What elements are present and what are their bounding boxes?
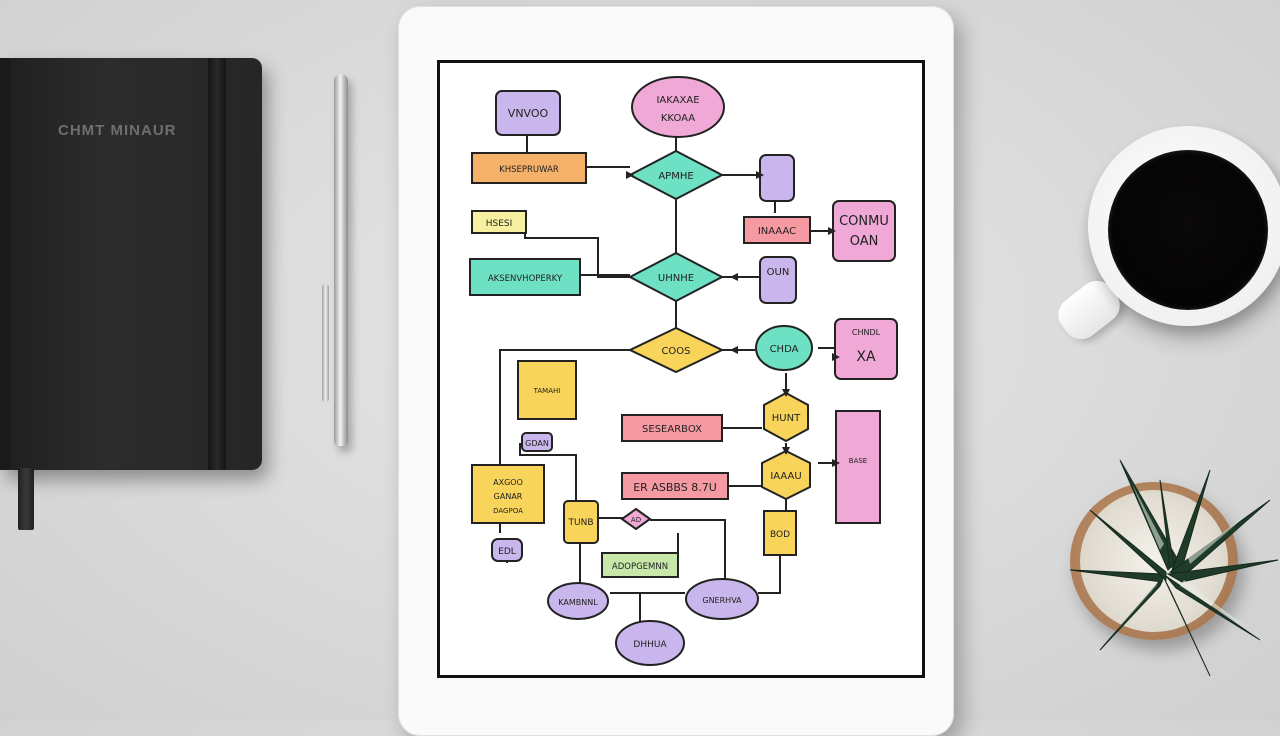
label-pink-box-1-line2: OAN xyxy=(850,234,879,249)
coffee xyxy=(1108,150,1268,310)
pen xyxy=(334,74,348,446)
label-orange-bar: KHSEPRUWAR xyxy=(499,165,559,175)
node-red-bar-2 xyxy=(621,414,723,442)
label-red-bar-1: INAAAC xyxy=(758,226,796,237)
label-pink-box-2: CHNDL xyxy=(852,328,881,337)
node-diamond-3 xyxy=(627,326,725,374)
node-small-purple-2 xyxy=(759,256,797,304)
node-oval-bottom-right xyxy=(685,578,759,620)
node-orange-box-1 xyxy=(471,464,545,524)
notebook-ribbon xyxy=(18,468,34,530)
node-pink-tall xyxy=(835,410,881,524)
node-green-bar xyxy=(469,258,581,296)
node-red-bar-1 xyxy=(743,216,811,244)
succulent-plant xyxy=(1069,459,1279,677)
node-hexagon-2 xyxy=(761,449,811,501)
label-yellow-tag: HSESI xyxy=(486,219,513,229)
node-top-left-box xyxy=(495,90,561,136)
flowchart-arrowheads xyxy=(626,171,840,467)
node-hexagon-1 xyxy=(763,391,809,443)
label-start-oval-1: IAKAXAE xyxy=(656,95,699,106)
pen-clip xyxy=(322,284,329,402)
label-hexagon-2: IAAAU xyxy=(770,471,801,482)
tablet-screen: VNVOO IAKAXAE KKOAA KHSEPRUWAR APMHE HSE… xyxy=(437,60,925,678)
node-teal-circle xyxy=(755,325,813,371)
label-top-left-box: VNVOO xyxy=(508,107,549,120)
label-small-diamond: AD xyxy=(631,516,641,524)
label-orange-box-1: AXGOO xyxy=(493,478,523,487)
label-yellow-square: TAMAHI xyxy=(533,387,561,395)
label-pink-box-2-line2: XA xyxy=(856,349,876,365)
node-diamond-1 xyxy=(627,149,725,201)
label-diamond-2: UHNHE xyxy=(658,273,694,284)
node-small-diamond xyxy=(620,507,652,531)
label-green-bar: AKSENVHOPERKY xyxy=(488,274,563,284)
label-small-purple-2: OUN xyxy=(767,267,790,278)
plant-soil xyxy=(1080,490,1228,632)
node-pink-box-1 xyxy=(832,200,896,262)
node-yellow-square xyxy=(517,360,577,420)
node-pink-box-2 xyxy=(834,318,898,380)
label-red-bar-2: SESEARBOX xyxy=(642,424,702,435)
label-hexagon-1: HUNT xyxy=(772,413,801,424)
node-yellow-tag xyxy=(471,210,527,234)
node-oval-end xyxy=(615,620,685,666)
label-tag-small: GDAN xyxy=(525,439,549,448)
label-pink-box-1: CONMU xyxy=(839,214,889,229)
node-diamond-2 xyxy=(627,251,725,303)
label-orange-box-3: BOD xyxy=(770,530,790,540)
label-pale-green-bar: ADOPGEMNN xyxy=(612,562,668,572)
notebook-spine xyxy=(0,58,10,470)
flowchart-diagram: VNVOO IAKAXAE KKOAA KHSEPRUWAR APMHE HSE… xyxy=(469,76,898,666)
label-oval-end: DHHUA xyxy=(633,640,667,650)
node-orange-box-2 xyxy=(563,500,599,544)
node-purple-small xyxy=(491,538,523,562)
label-diamond-3: COOS xyxy=(661,346,690,357)
label-oval-bottom-left: KAMBNNL xyxy=(558,598,598,607)
label-diamond-1: APMHE xyxy=(658,171,693,182)
label-pink-tall: BASE xyxy=(849,457,867,465)
node-pale-green-bar xyxy=(601,552,679,578)
node-small-purple-1 xyxy=(759,154,795,202)
node-orange-bar xyxy=(471,152,587,184)
node-oval-bottom-left xyxy=(547,582,609,620)
label-orange-box-1-line2: GANAR xyxy=(494,492,523,501)
label-orange-box-2: TUNB xyxy=(568,518,594,528)
flowchart-labels: VNVOO IAKAXAE KKOAA KHSEPRUWAR APMHE HSE… xyxy=(486,95,889,650)
label-red-bar-3: ER ASBBS 8.7U xyxy=(633,481,717,494)
notebook-elastic-band xyxy=(208,58,226,470)
label-purple-small: EDL xyxy=(498,547,516,557)
label-teal-circle: CHDA xyxy=(770,344,799,355)
node-orange-box-3 xyxy=(763,510,797,556)
node-tag-small xyxy=(521,432,553,452)
label-start-oval-2: KKOAA xyxy=(661,113,695,124)
node-start-oval xyxy=(631,76,725,138)
notebook-cover-text: CHMT MINAUR xyxy=(58,122,177,139)
node-red-bar-3 xyxy=(621,472,729,500)
label-orange-box-1-line3: DAGPOA xyxy=(493,507,523,515)
flowchart-shapes xyxy=(469,76,898,666)
label-oval-bottom-right: GNERHVA xyxy=(702,596,742,605)
